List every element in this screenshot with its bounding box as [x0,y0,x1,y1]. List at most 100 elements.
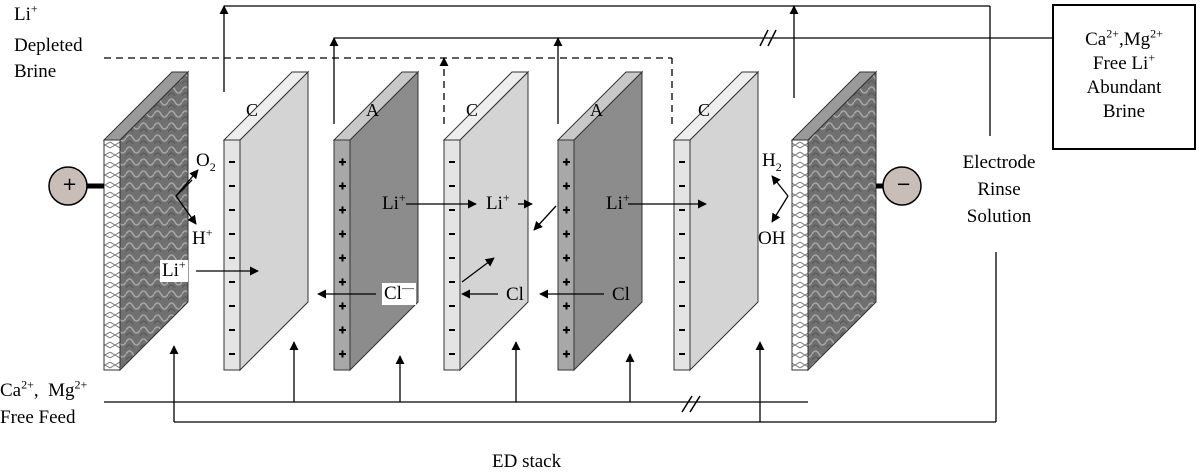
feed-mg: Mg [48,380,75,401]
fixed-negative-charge [679,209,685,211]
top-piping [219,5,1063,136]
feed-ca: Ca [0,380,22,401]
fixed-negative-charge [229,233,235,235]
anion-membrane-fixed-charges [339,158,570,358]
cathode-sign: − [896,174,912,195]
o2-label: O2 [196,150,216,174]
li-3-charge: + [622,190,630,205]
fixed-positive-charge [563,206,570,214]
li-label-anode: Li+ [160,257,188,282]
depleted-brine-label: Li+ [14,3,38,26]
fixed-negative-charge [679,329,685,331]
h-plus-symbol: H [192,228,206,249]
membrane-c-2 [442,70,530,372]
fixed-positive-charge [563,254,570,262]
li-2-symbol: Li [486,193,503,214]
cation-membrane-fixed-charges [229,161,685,355]
fixed-positive-charge [339,254,346,262]
fixed-negative-charge [229,257,235,259]
membrane-c-1 [222,70,310,372]
membrane-c-3-label: C [698,100,711,120]
fixed-positive-charge [563,326,570,334]
li-3-symbol: Li [606,193,623,214]
fixed-positive-charge [563,278,570,286]
li-1-charge: + [398,190,406,205]
feed-ca-charge: 2+ [21,377,34,392]
fixed-negative-charge [679,353,685,355]
cl-minus-symbol: Cl [384,283,402,304]
fixed-positive-charge [563,182,570,190]
rinse-return-piping [169,252,997,423]
feed-label-line2: Free Feed [0,407,76,428]
fixed-negative-charge [229,161,235,163]
feed-mg-charge: 2+ [74,377,88,392]
h-plus-label: H+ [192,225,213,250]
fixed-negative-charge [229,185,235,187]
cl-minus-charge: — [401,280,414,295]
fixed-negative-charge [229,353,235,355]
oh-label: OH [758,228,786,249]
product-ca: Ca [1085,29,1107,50]
fixed-negative-charge [229,281,235,283]
fixed-positive-charge [339,230,346,238]
depleted-li-symbol: Li [14,4,31,25]
ion-transport-arrows [175,169,789,299]
fixed-positive-charge [339,302,346,310]
product-separator: , [1118,29,1124,50]
cathode-terminal [882,166,922,206]
membrane-c-1-label: C [246,100,259,120]
stack-caption: ED stack [492,451,562,472]
fixed-positive-charge [339,182,346,190]
fixed-negative-charge [229,305,235,307]
product-line3: Abundant [1086,77,1162,98]
fixed-positive-charge [563,230,570,238]
fixed-negative-charge [679,233,685,235]
li-label-3: Li+ [606,190,630,215]
anode-electrode [102,70,190,372]
rinse-label-line2: Rinse [977,179,1021,200]
fixed-positive-charge [339,350,346,358]
li-1-symbol: Li [382,193,399,214]
product-free-li: Free Li [1092,53,1149,74]
feed-label-line1: Ca2+, Mg2+ [0,377,88,402]
h2-symbol: H [762,150,776,171]
fixed-negative-charge [679,305,685,307]
fixed-negative-charge [679,185,685,187]
product-line2: Free Li+ [1054,52,1194,76]
li-anode-charge: + [178,257,186,272]
li-2-charge: + [502,190,510,205]
product-brine-box: Ca2+,Mg2+ Free Li+ Abundant Brine [1052,4,1196,150]
fixed-negative-charge [679,257,685,259]
fixed-negative-charge [449,233,455,235]
fixed-positive-charge [339,206,346,214]
product-brine-text: Ca2+,Mg2+ Free Li+ Abundant Brine [1054,28,1194,124]
o2-symbol: O [196,150,210,171]
fixed-negative-charge [449,257,455,259]
depleted-outlet-piping [104,57,673,124]
fixed-negative-charge [449,329,455,331]
li-anode-symbol: Li [162,260,179,281]
fixed-positive-charge [339,278,346,286]
cl-minus-label: Cl— [382,280,416,305]
product-ca-charge: 2+ [1106,26,1119,41]
product-mg-charge: 2+ [1150,26,1163,41]
fixed-negative-charge [449,185,455,187]
h2-label: H2 [762,150,782,173]
o2-subscript: 2 [209,159,216,174]
h-plus-charge: + [205,225,213,240]
fixed-negative-charge [449,305,455,307]
cl-label-1: Cl [506,284,524,305]
anode-terminal [48,166,88,206]
feed-separator: , [33,380,39,401]
cathode-electrode [790,70,878,372]
cl-label-2: Cl [612,284,630,305]
fixed-positive-charge [563,350,570,358]
fixed-negative-charge [229,209,235,211]
fixed-negative-charge [679,281,685,283]
depleted-brine-line3: Brine [14,61,57,82]
membrane-a-2-label: A [590,100,603,120]
li-label-2: Li+ [486,190,510,215]
rinse-label-line3: Solution [966,206,1032,227]
feed-piping [104,341,808,403]
